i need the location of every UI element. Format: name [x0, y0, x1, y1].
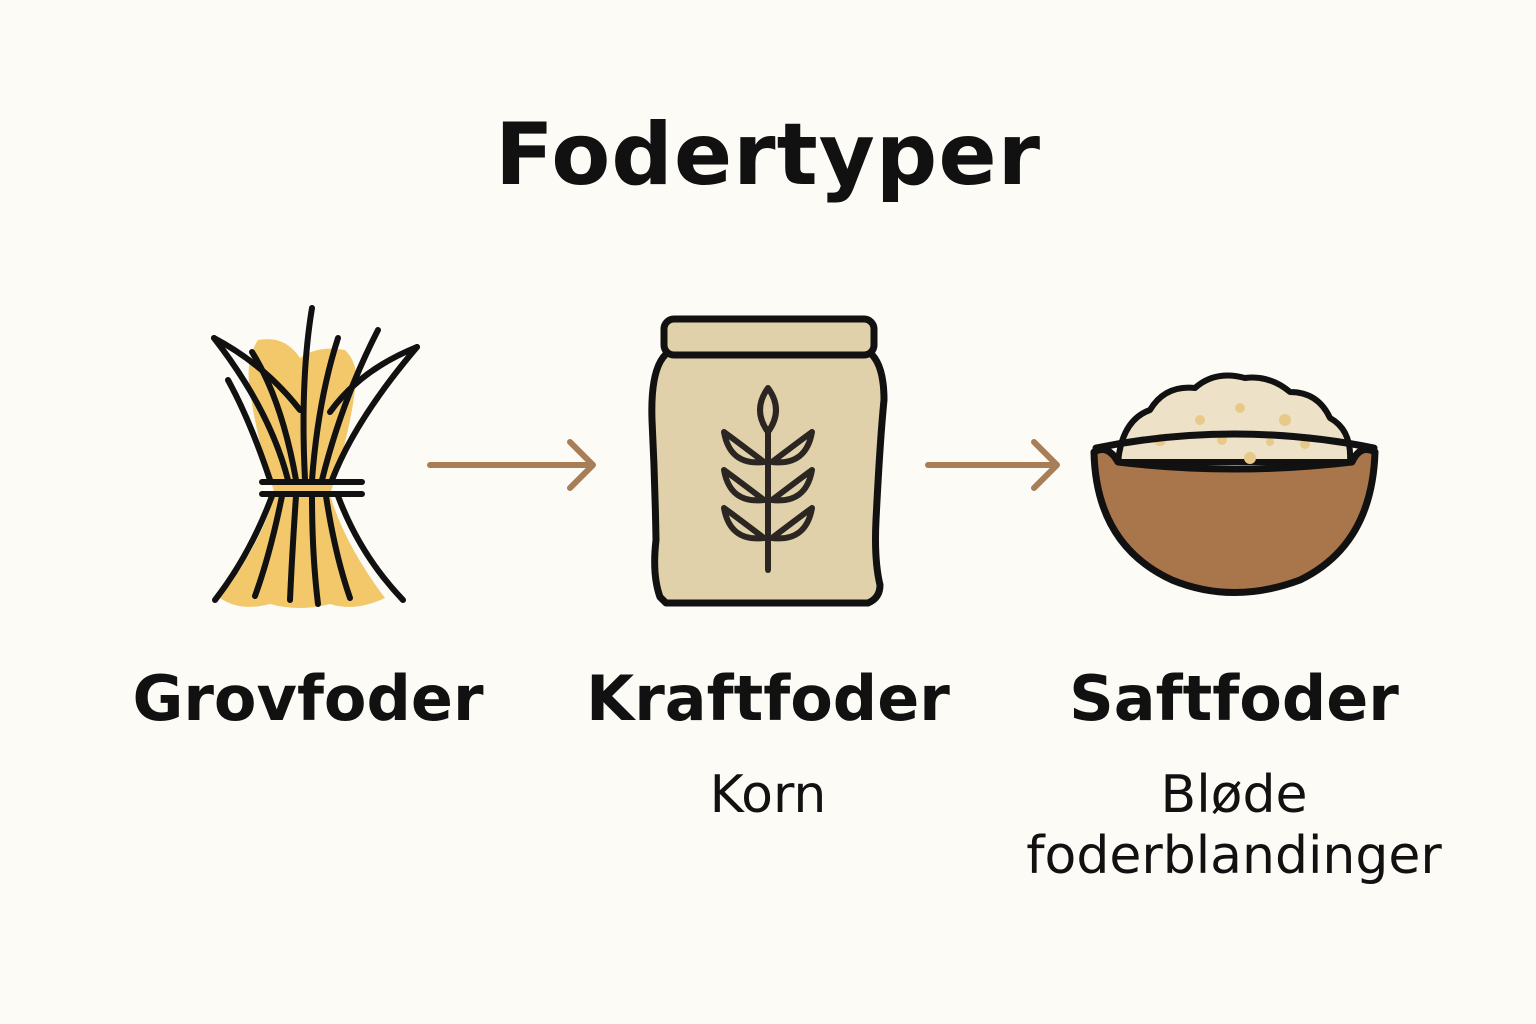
arrow-right-icon [925, 439, 1060, 491]
sub-saftfoder: Bløde foderblandinger [1026, 765, 1442, 887]
feed-bowl-icon [1090, 372, 1379, 596]
hay-bundle-icon [211, 305, 420, 608]
label-saftfoder: Saftfoder [1069, 662, 1399, 735]
label-grovfoder: Grovfoder [132, 662, 484, 735]
arrow-right-icon [427, 439, 596, 491]
page-title: Fodertyper [494, 105, 1042, 205]
label-kraftfoder: Kraftfoder [586, 662, 950, 735]
grain-sack-icon [648, 315, 888, 607]
sub-kraftfoder: Korn [709, 765, 827, 825]
